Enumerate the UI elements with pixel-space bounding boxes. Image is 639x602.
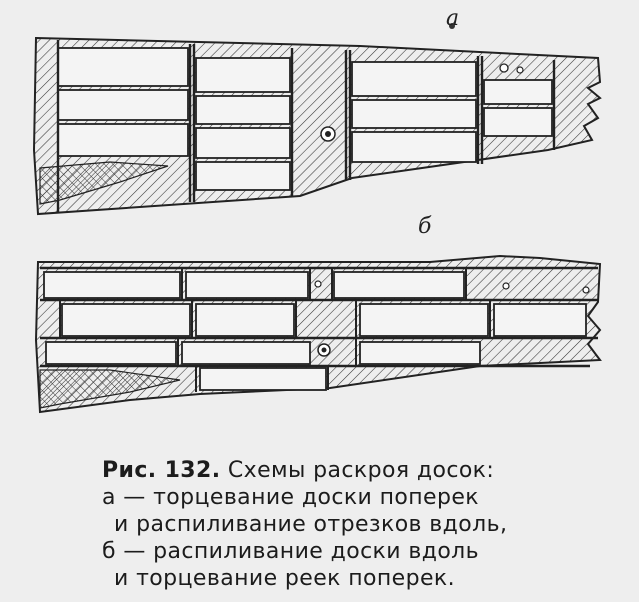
board-b-piece — [359, 303, 489, 337]
caption-title: Схемы раскроя досок: — [227, 458, 495, 483]
knot-icon — [325, 131, 331, 137]
label-b: б — [418, 214, 432, 239]
board-a-defect — [39, 161, 169, 205]
board-b-piece — [199, 367, 327, 391]
board-b-piece — [333, 271, 465, 299]
knot-icon — [502, 282, 510, 290]
board-a-piece — [195, 127, 291, 159]
figure-number: Рис. 132. — [102, 458, 221, 483]
board-b-piece — [493, 303, 587, 337]
sawing-diagram — [32, 23, 602, 414]
board-a-piece — [195, 57, 291, 93]
board-b-piece — [195, 303, 295, 337]
caption-line: и распиливание отрезков вдоль, — [114, 512, 508, 537]
board-a-piece — [57, 123, 189, 157]
knot-icon — [314, 280, 322, 288]
board-b-piece — [181, 341, 311, 365]
board-a-piece — [195, 161, 291, 191]
knot-icon — [499, 63, 509, 73]
board-a-piece — [351, 99, 477, 129]
board-a-piece — [351, 131, 477, 163]
board-a-piece — [57, 89, 189, 121]
knot-icon — [321, 347, 327, 353]
board-a-piece — [195, 95, 291, 125]
board-b-defect — [39, 369, 181, 409]
knot-icon — [582, 286, 590, 294]
caption-line: б — распиливание доски вдоль — [102, 539, 480, 564]
board-a-piece — [57, 47, 189, 87]
caption-line: и торцевание реек поперек. — [114, 566, 455, 591]
board-a-piece — [351, 61, 477, 97]
board-b — [34, 254, 602, 414]
caption-title-line: Рис. 132. Схемы раскроя досок: — [100, 457, 620, 484]
board-a-piece — [483, 107, 553, 137]
knot-icon — [449, 23, 455, 29]
label-a: a — [446, 6, 460, 31]
board-b-piece — [61, 303, 191, 337]
board-b-piece — [185, 271, 309, 299]
board-b-piece — [45, 341, 177, 365]
figure-caption: Рис. 132. Схемы раскроя досок: а — торце… — [100, 457, 620, 592]
caption-line: а — торцевание доски поперек — [102, 485, 479, 510]
board-a-piece — [483, 79, 553, 105]
board-b-piece — [359, 341, 481, 365]
board-a — [32, 23, 602, 216]
knot-icon — [516, 66, 524, 74]
board-b-piece — [43, 271, 181, 299]
